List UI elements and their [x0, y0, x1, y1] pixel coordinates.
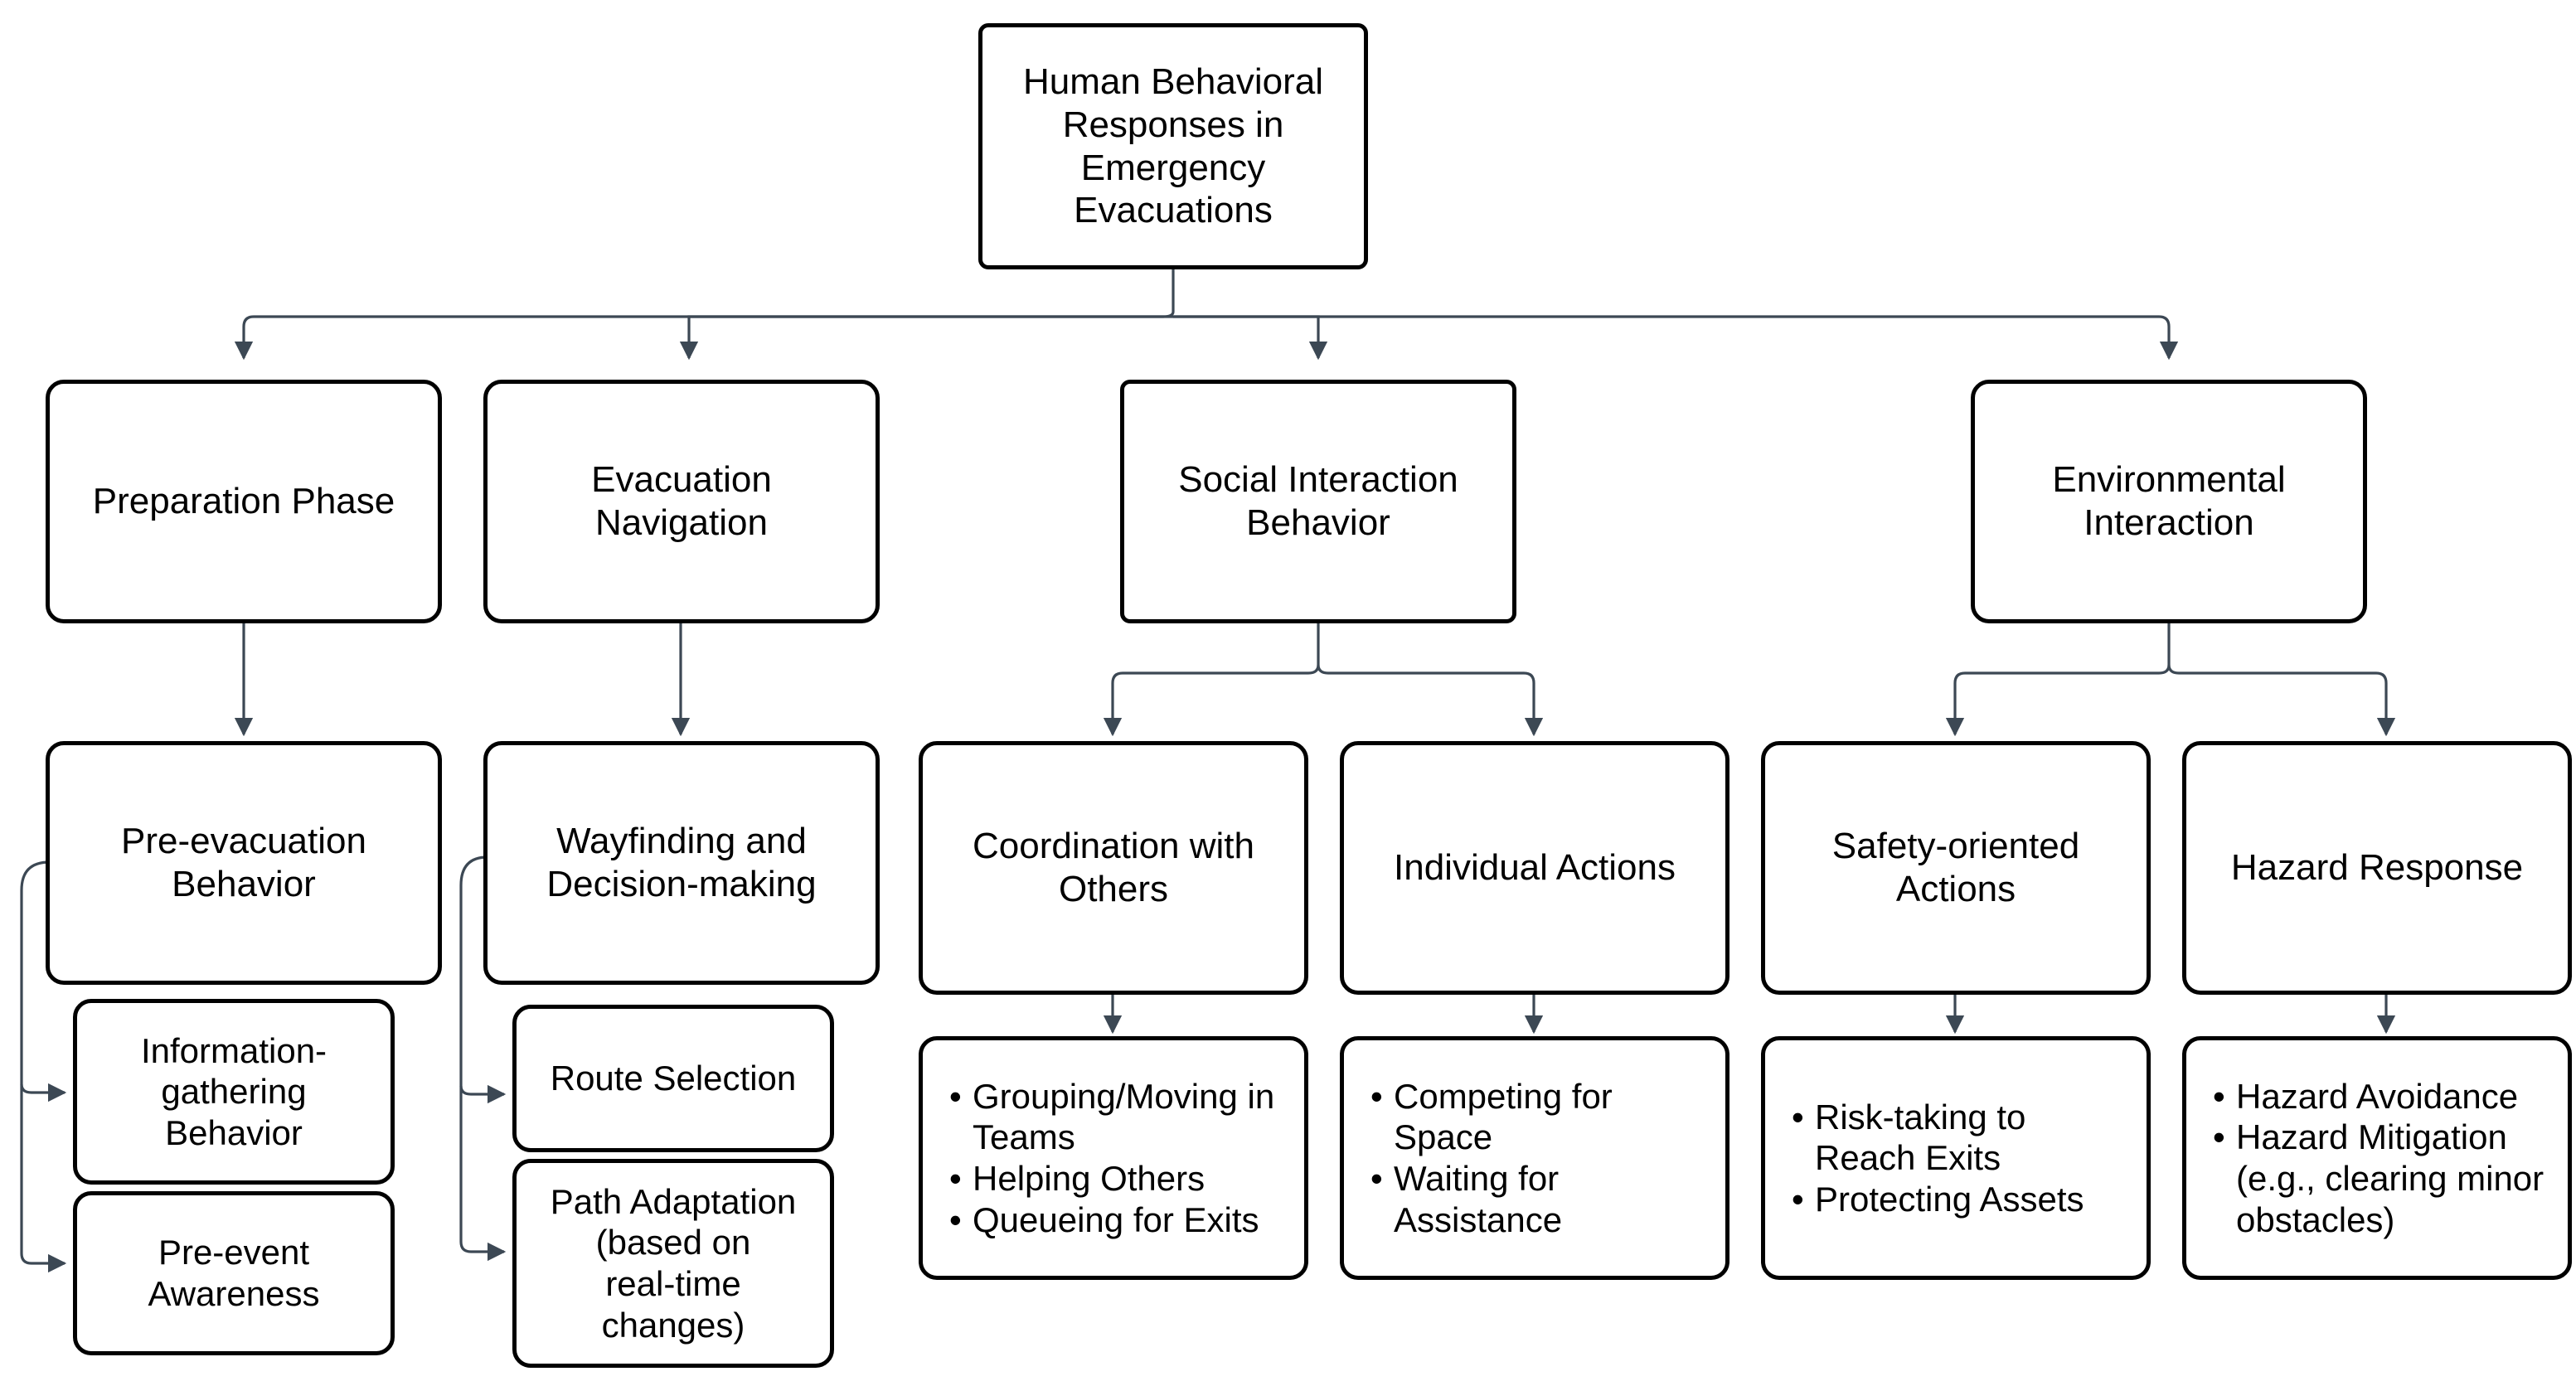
node-pre-event-awareness[interactable]: Pre-event Awareness — [73, 1191, 395, 1355]
list-item: Helping Others — [944, 1158, 1283, 1199]
edge-root-to-preparation-phase — [234, 308, 1175, 361]
edge-wayfinding-to-path-adaptation — [459, 1086, 507, 1262]
node-root[interactable]: Human Behavioral Responses in Emergency … — [978, 23, 1368, 269]
list-item: Risk-taking to Reach Exits — [1787, 1097, 2125, 1179]
node-individual-items[interactable]: Competing for SpaceWaiting for Assistanc… — [1340, 1036, 1729, 1280]
node-individual-actions-label: Individual Actions — [1394, 847, 1676, 889]
node-route-selection-label: Route Selection — [550, 1059, 797, 1098]
hazard-items-list: Hazard AvoidanceHazard Mitigation (e.g.,… — [2208, 1076, 2546, 1240]
list-item: Waiting for Assistance — [1366, 1158, 1704, 1240]
node-route-selection[interactable]: Route Selection — [512, 1005, 834, 1152]
node-hazard-response-label: Hazard Response — [2230, 847, 2524, 889]
list-item: Queueing for Exits — [944, 1199, 1283, 1241]
list-item: Hazard Mitigation (e.g., clearing minor … — [2208, 1117, 2546, 1240]
list-item: Competing for Space — [1366, 1076, 1704, 1158]
node-coordination-items[interactable]: Grouping/Moving in TeamsHelping OthersQu… — [919, 1036, 1308, 1280]
list-item: Grouping/Moving in Teams — [944, 1076, 1283, 1158]
node-path-adaptation-label: Path Adaptation (based on real-time chan… — [550, 1181, 797, 1345]
edge-root-to-social-interaction — [1173, 315, 1328, 361]
node-individual-actions[interactable]: Individual Actions — [1340, 741, 1729, 995]
edge-root-to-environmental-interaction — [1173, 315, 2179, 361]
edge-environmental-to-safety — [1945, 664, 2171, 737]
node-pre-event-awareness-label: Pre-event Awareness — [148, 1233, 320, 1313]
node-pre-evacuation-behavior[interactable]: Pre-evacuation Behavior — [46, 741, 442, 985]
node-preparation-phase[interactable]: Preparation Phase — [46, 380, 442, 623]
node-path-adaptation[interactable]: Path Adaptation (based on real-time chan… — [512, 1159, 834, 1368]
node-hazard-items[interactable]: Hazard AvoidanceHazard Mitigation (e.g.,… — [2182, 1036, 2572, 1280]
edge-environmental-to-hazard — [2167, 664, 2396, 737]
list-item: Hazard Avoidance — [2208, 1076, 2546, 1117]
node-safety-oriented-actions-label: Safety-oriented Actions — [1831, 826, 2080, 909]
node-coordination-with-others[interactable]: Coordination with Others — [919, 741, 1308, 995]
node-hazard-response[interactable]: Hazard Response — [2182, 741, 2572, 995]
node-social-interaction-behavior-label: Social Interaction Behavior — [1178, 459, 1458, 543]
coordination-items-list: Grouping/Moving in TeamsHelping OthersQu… — [944, 1076, 1283, 1240]
node-wayfinding-decision-making-label: Wayfinding and Decision-making — [546, 821, 817, 904]
safety-items-list: Risk-taking to Reach ExitsProtecting Ass… — [1787, 1097, 2125, 1220]
node-root-label: Human Behavioral Responses in Emergency … — [1023, 61, 1323, 231]
edge-preevac-to-pre-event-awareness — [20, 1084, 67, 1273]
node-preparation-phase-label: Preparation Phase — [92, 481, 395, 522]
edge-root-to-evacuation-navigation — [679, 315, 1173, 361]
individual-items-list: Competing for SpaceWaiting for Assistanc… — [1366, 1076, 1704, 1240]
node-environmental-interaction-label: Environmental Interaction — [2052, 459, 2286, 543]
node-information-gathering-behavior[interactable]: Information- gathering Behavior — [73, 999, 395, 1185]
node-information-gathering-behavior-label: Information- gathering Behavior — [140, 1030, 327, 1152]
node-coordination-with-others-label: Coordination with Others — [973, 826, 1254, 909]
node-pre-evacuation-behavior-label: Pre-evacuation Behavior — [121, 821, 366, 904]
edge-social-to-coordination — [1103, 664, 1320, 737]
edge-social-to-individual — [1317, 664, 1544, 737]
node-social-interaction-behavior[interactable]: Social Interaction Behavior — [1120, 380, 1516, 623]
node-safety-oriented-actions[interactable]: Safety-oriented Actions — [1761, 741, 2151, 995]
node-wayfinding-decision-making[interactable]: Wayfinding and Decision-making — [483, 741, 880, 985]
node-environmental-interaction[interactable]: Environmental Interaction — [1971, 380, 2367, 623]
list-item: Protecting Assets — [1787, 1179, 2125, 1220]
node-safety-items[interactable]: Risk-taking to Reach ExitsProtecting Ass… — [1761, 1036, 2151, 1280]
node-evacuation-navigation-label: Evacuation Navigation — [591, 459, 772, 543]
node-evacuation-navigation[interactable]: Evacuation Navigation — [483, 380, 880, 623]
